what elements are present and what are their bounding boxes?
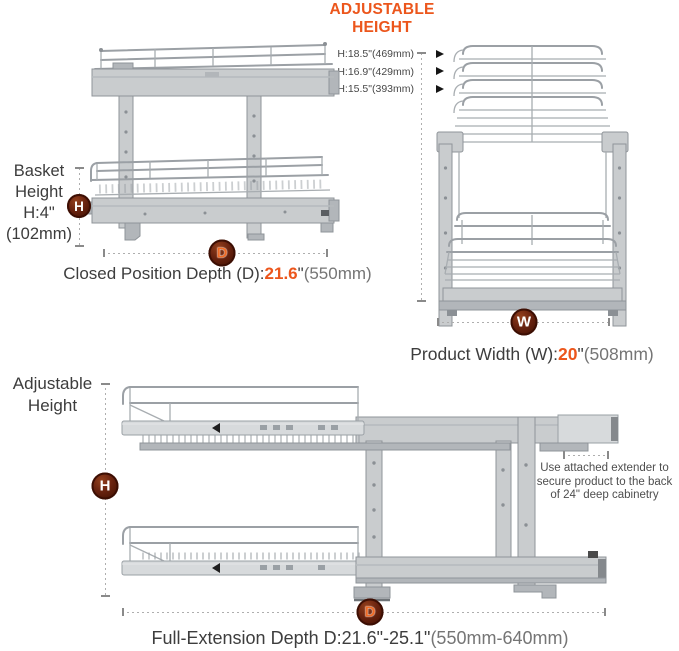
closed-depth-caption-unit: " [297, 264, 304, 283]
tick [563, 451, 565, 459]
product-width-caption-value: 20 [558, 344, 578, 364]
tick [437, 318, 439, 326]
height-option-3: H:15.5"(393mm) [337, 83, 414, 96]
product-width-caption-unit: " [577, 344, 584, 364]
extender-note: Use attached extender to secure product … [533, 462, 676, 503]
width-badge: W [510, 308, 538, 336]
tick [103, 249, 105, 257]
arrow-right-icon [436, 85, 444, 93]
arrow-right-icon [436, 67, 444, 75]
basket-height-label-line3: H:4" [23, 204, 55, 222]
tick [101, 383, 110, 385]
basket-height-label-line2: Height [15, 183, 63, 201]
adjustable-height-title-line1: ADJUSTABLE [329, 1, 435, 18]
tick [75, 167, 84, 169]
closed-depth-caption-mm: (550mm) [303, 264, 372, 283]
extender-note-line1: Use attached extender to [540, 462, 669, 474]
closed-depth-caption-value: 21.6 [264, 264, 298, 283]
fullext-depth-caption: Full-Extension Depth D:21.6"-25.1"(550mm… [90, 628, 630, 649]
adjustable-height-title: ADJUSTABLE HEIGHT [322, 1, 442, 37]
tick [417, 300, 426, 302]
closed-depth-badge-letter: D [216, 244, 228, 262]
adjustable-height-label-line2: Height [27, 396, 78, 415]
product-width-caption-mm: (508mm) [583, 344, 654, 364]
tick [326, 249, 328, 257]
height-option-labels: H:18.5"(469mm) H:16.9"(429mm) H:15.5"(39… [336, 46, 414, 99]
full-extension-diagram [121, 386, 619, 602]
adjustable-height-title-line2: HEIGHT [352, 19, 412, 36]
adjustable-height-label: Adjustable Height [4, 373, 101, 417]
tick [417, 52, 426, 54]
height-dimension-line [421, 53, 422, 301]
front-view-diagram [436, 45, 629, 327]
closed-depth-caption-prefix: Closed Position Depth (D): [63, 264, 265, 283]
fullext-depth-badge: D [356, 598, 384, 626]
tick [604, 608, 606, 616]
arrow-right-icon [436, 50, 444, 58]
tick [608, 318, 610, 326]
basket-height-label-line4: (102mm) [5, 225, 72, 243]
extender-note-line3: of 24" deep cabinetry [550, 489, 659, 501]
fullext-depth-caption-main: Full-Extension Depth D:21.6"-25.1" [151, 628, 431, 648]
basket-height-label: Basket Height H:4" (102mm) [0, 161, 78, 245]
closed-position-diagram [86, 42, 340, 241]
height-option-1: H:18.5"(469mm) [337, 48, 414, 60]
tick [101, 595, 110, 597]
basket-height-badge-letter: H [74, 198, 84, 214]
closed-depth-badge: D [208, 239, 236, 267]
basket-height-badge: H [67, 194, 91, 218]
product-width-caption: Product Width (W):20"(508mm) [385, 344, 679, 365]
adjustable-height-label-line1: Adjustable [12, 374, 93, 393]
height-option-2: H:16.9"(429mm) [337, 65, 414, 78]
extender-dimension-line [563, 455, 608, 456]
fullext-depth-caption-mm: (550mm-640mm) [430, 628, 569, 648]
basket-height-label-line1: Basket [13, 162, 65, 180]
width-badge-letter: W [516, 313, 532, 331]
tick [75, 245, 84, 247]
tick [607, 451, 609, 459]
fullext-depth-badge-letter: D [364, 603, 376, 621]
tick [122, 608, 124, 616]
product-width-caption-prefix: Product Width (W): [410, 344, 559, 364]
closed-depth-caption: Closed Position Depth (D):21.6"(550mm) [30, 264, 405, 284]
extender-note-line2: secure product to the back [536, 475, 673, 488]
extended-height-badge: H [91, 472, 119, 500]
extended-height-badge-letter: H [99, 477, 111, 495]
